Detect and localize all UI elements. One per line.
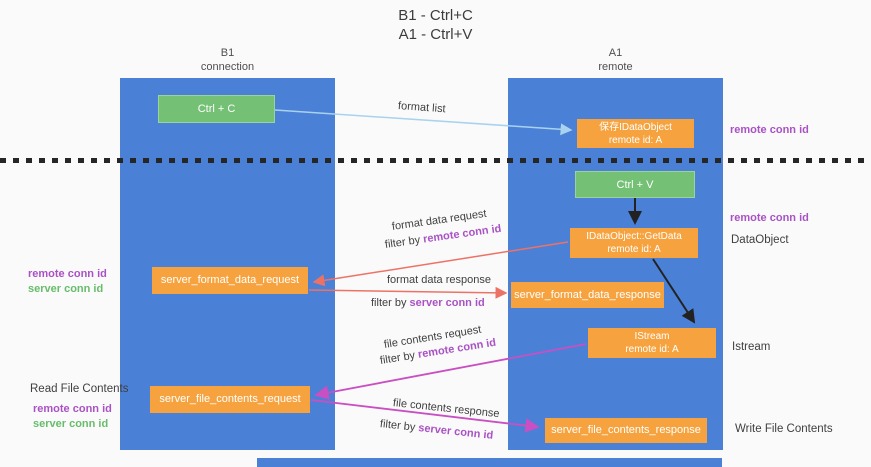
session-divider-dashed-line (0, 158, 871, 163)
node-server-format-data-response: server_format_data_response (511, 282, 664, 308)
side-label-left-server-conn-id: server conn id (28, 283, 104, 295)
side-label-left-remote-conn-id-2: remote conn id (33, 403, 112, 415)
edge-label-format-data-response: format data response (387, 274, 491, 286)
file-response-label: server_file_contents_response (551, 424, 701, 436)
filter-by-text: filter by (379, 418, 416, 434)
node-server-file-contents-request: server_file_contents_request (150, 386, 310, 413)
format-request-label: server_format_data_request (160, 274, 300, 286)
title-line-2: A1 - Ctrl+V (398, 26, 473, 43)
getdata-line1: IDataObject::GetData (586, 231, 682, 242)
side-label-dataobject: DataObject (731, 234, 789, 246)
lane-header-b1: B1 connection (120, 46, 335, 74)
node-server-format-data-request: server_format_data_request (152, 267, 308, 294)
side-label-left-server-conn-id-2: server conn id (33, 418, 109, 430)
node-istream: IStream remote id: A (588, 328, 716, 358)
istream-line2: remote id: A (625, 344, 679, 355)
side-label-read-file-contents: Read File Contents (30, 383, 129, 395)
side-label-remote-conn-id-top: remote conn id (730, 124, 809, 136)
title-line-1: B1 - Ctrl+C (398, 7, 473, 24)
lane-b1-subtitle: connection (200, 61, 255, 73)
lane-header-a1: A1 remote (508, 46, 723, 74)
server-conn-id-text: server conn id (417, 422, 494, 442)
filter-by-text: filter by (384, 234, 421, 251)
filter-by-text: filter by (379, 349, 416, 367)
node-save-idataobject: 保存IDataObject remote id: A (577, 119, 694, 148)
edge-label-file-contents-response: file contents response (392, 397, 501, 421)
edge-label-filter-server-1: filter by server conn id (371, 297, 485, 309)
lane-b1-title: B1 (220, 47, 235, 59)
lane-a1-subtitle: remote (598, 61, 633, 73)
ctrl-c-label: Ctrl + C (197, 103, 236, 115)
file-request-label: server_file_contents_request (159, 393, 301, 405)
save-idataobject-line1: 保存IDataObject (599, 121, 672, 133)
arrow-format-data-response (308, 286, 508, 299)
side-label-remote-conn-id-mid: remote conn id (730, 212, 809, 224)
node-ctrl-c: Ctrl + C (158, 95, 275, 123)
diagram-title: B1 - Ctrl+C A1 - Ctrl+V (0, 6, 871, 44)
side-label-left-remote-conn-id: remote conn id (28, 268, 107, 280)
side-label-istream: Istream (732, 341, 771, 353)
side-label-write-file-contents: Write File Contents (735, 423, 833, 435)
server-conn-id-text: server conn id (409, 297, 485, 309)
save-idataobject-line2: remote id: A (608, 134, 663, 146)
lane-a1-title: A1 (608, 47, 623, 59)
node-server-file-contents-response: server_file_contents_response (545, 418, 707, 443)
node-idataobject-getdata: IDataObject::GetData remote id: A (570, 228, 698, 258)
istream-line1: IStream (634, 331, 670, 342)
edge-label-filter-server-2: filter by server conn id (379, 418, 493, 442)
bottom-lane-partial (257, 458, 722, 467)
node-ctrl-v: Ctrl + V (575, 171, 695, 198)
format-response-label: server_format_data_response (514, 288, 661, 301)
filter-by-text: filter by (371, 297, 407, 309)
edge-label-format-list: format list (397, 100, 446, 116)
getdata-line2: remote id: A (607, 244, 661, 255)
ctrl-v-label: Ctrl + V (616, 178, 654, 191)
